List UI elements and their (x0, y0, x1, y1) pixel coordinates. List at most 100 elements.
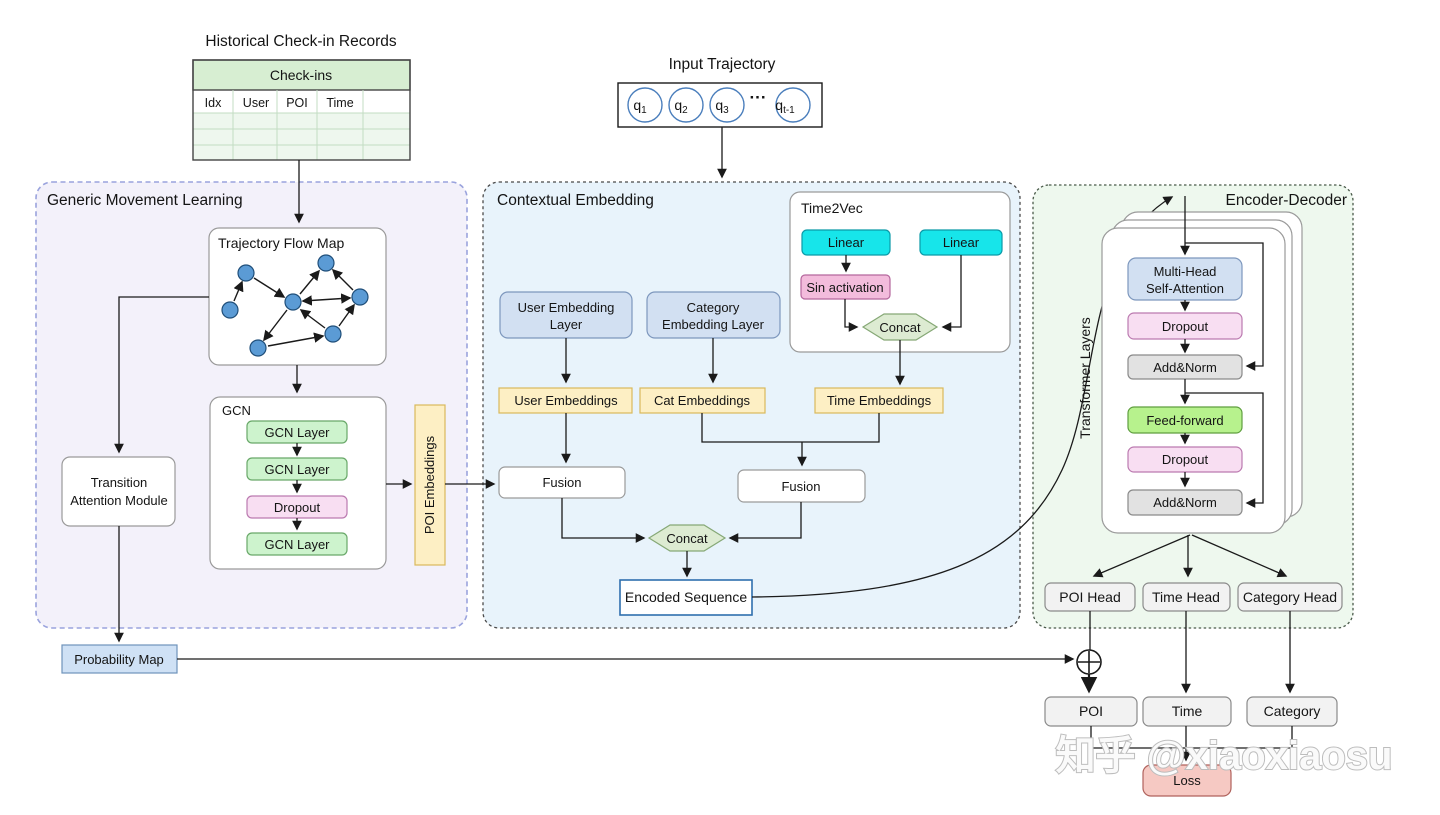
time-embeddings-label: Time Embeddings (827, 393, 932, 408)
sin-activation-label: Sin activation (806, 280, 883, 295)
table-col-user: User (243, 96, 269, 110)
time2vec-concat-hexagon (861, 313, 939, 341)
encdec-region-title: Encoder-Decoder (1226, 192, 1347, 209)
tam-label-line1: Transition (91, 475, 148, 490)
encoded-sequence-label: Encoded Sequence (625, 589, 747, 605)
table-col-idx: Idx (205, 96, 222, 110)
user-embeddings-label: User Embeddings (514, 393, 618, 408)
transformer-layers-label: Transformer Layers (1077, 317, 1093, 439)
time2vec-title: Time2Vec (801, 200, 863, 216)
q2-label: q2 (674, 97, 688, 116)
encoded-sequence-box (619, 579, 753, 616)
gcn-module: GCN GCN Layer GCN Layer Dropout GCN Laye… (209, 396, 387, 570)
fusion-concat: Fusion Fusion Concat Encoded Sequence (498, 196, 1174, 616)
probability-map-box (61, 644, 178, 674)
addnorm2-label: Add&Norm (1153, 495, 1217, 510)
tam-label-line2: Attention Module (70, 493, 168, 508)
cat-embeddings-label: Cat Embeddings (654, 393, 751, 408)
skip-connection-2 (1185, 392, 1264, 508)
arrow-to-poi-head (1092, 534, 1191, 578)
watermark-text: 知乎 @xiaoxiaosu (1056, 734, 1393, 778)
user-layer-line1: User Embedding (518, 300, 615, 315)
movement-region-title: Generic Movement Learning (47, 192, 243, 209)
linear2-label: Linear (943, 235, 980, 250)
category-output-label: Category (1264, 703, 1321, 719)
table-empty-rows (193, 113, 410, 160)
cat-layer-line2: Embedding Layer (662, 317, 765, 332)
mhsa-line2: Self-Attention (1146, 281, 1224, 296)
user-layer-line2: Layer (550, 317, 583, 332)
loss-box (1142, 764, 1232, 797)
output-section: POI Time Category Loss (1044, 611, 1338, 797)
arrow-to-category-head (1191, 534, 1288, 578)
poi-embeddings: POI Embeddings (386, 404, 496, 566)
time-output-label: Time (1172, 703, 1203, 719)
loss-label: Loss (1173, 773, 1201, 788)
gcn-layer-3 (246, 532, 348, 556)
line-poi-to-loss (1090, 726, 1186, 749)
encoder-dropout2-label: Dropout (1162, 452, 1209, 467)
table-outer-border (192, 59, 411, 161)
gcn-layer-3-label: GCN Layer (264, 537, 330, 552)
feed-forward-label: Feed-forward (1146, 413, 1223, 428)
trajectory-node-q2 (668, 87, 704, 123)
context-region-title: Contextual Embedding (497, 192, 654, 209)
qt1-label: qt-1 (775, 97, 795, 116)
table-grid-lines (193, 90, 410, 160)
poi-output-label: POI (1079, 703, 1103, 719)
time2vec-concat-label: Concat (879, 320, 921, 335)
trajectory-dots: ··· (750, 88, 767, 107)
input-trajectory-label: Input Trajectory (669, 56, 776, 73)
trajectory-flow-map: Trajectory Flow Map (208, 227, 387, 394)
line-linear2-to-concat (941, 255, 962, 332)
probability-map-label: Probability Map (74, 652, 164, 667)
table-label-row (193, 90, 410, 113)
trajectory-node-q1 (627, 87, 663, 123)
transition-attention-module (61, 456, 176, 527)
poi-head-label: POI Head (1059, 589, 1120, 605)
fusion-right-label: Fusion (781, 479, 820, 494)
flow-map-edges (233, 268, 355, 347)
table-col-time: Time (326, 96, 353, 110)
line-sin-to-concat (844, 299, 859, 332)
category-head-label: Category Head (1243, 589, 1337, 605)
line-category-to-loss (1186, 726, 1293, 749)
input-trajectory: Input Trajectory q1 q2 q3 qt-1 ··· (617, 56, 823, 179)
historical-checkins-table: Historical Check-in Records Check-ins Id… (192, 33, 411, 224)
gcn-title: GCN (222, 403, 251, 418)
trajectory-node-q3 (709, 87, 745, 123)
line-fusion1-to-concat (561, 498, 646, 543)
gcn-layer-2-label: GCN Layer (264, 462, 330, 477)
line-flowmap-to-tam (114, 296, 209, 454)
time-head-label: Time Head (1152, 589, 1220, 605)
gcn-dropout-label: Dropout (274, 500, 321, 515)
table-col-poi: POI (286, 96, 308, 110)
fusion-left-label: Fusion (542, 475, 581, 490)
time2vec-module: Time2Vec Linear Linear Sin activation Co… (789, 191, 1011, 386)
context-concat-hexagon (647, 524, 727, 552)
encoder-dropout1-label: Dropout (1162, 319, 1209, 334)
time-output-box (1142, 696, 1232, 727)
poi-embeddings-label: POI Embeddings (422, 435, 437, 534)
addnorm1-label: Add&Norm (1153, 360, 1217, 375)
table-header-text: Check-ins (270, 67, 332, 83)
trajectory-node-qt1 (775, 87, 811, 123)
linear1-label: Linear (828, 235, 865, 250)
q3-label: q3 (715, 97, 729, 116)
addnorm-2-box (1127, 489, 1243, 516)
line-catemb-timeemb-merge (701, 413, 880, 443)
poi-embeddings-box (414, 404, 446, 566)
skip-connection-1 (1185, 242, 1264, 371)
encoder-decoder: Transformer Layers Multi-Head Self-Atten… (1044, 196, 1343, 612)
transition-attention-branch: Transition Attention Module Probability … (61, 296, 1075, 674)
line-fusion2-to-concat (728, 502, 802, 543)
cat-embeddings-box (639, 387, 766, 414)
flow-map-nodes (221, 254, 369, 357)
q1-label: q1 (633, 97, 647, 116)
mhsa-line1: Multi-Head (1154, 264, 1217, 279)
gcn-layer-1-label: GCN Layer (264, 425, 330, 440)
checkins-title: Historical Check-in Records (205, 33, 396, 50)
cat-layer-line1: Category (687, 300, 740, 315)
